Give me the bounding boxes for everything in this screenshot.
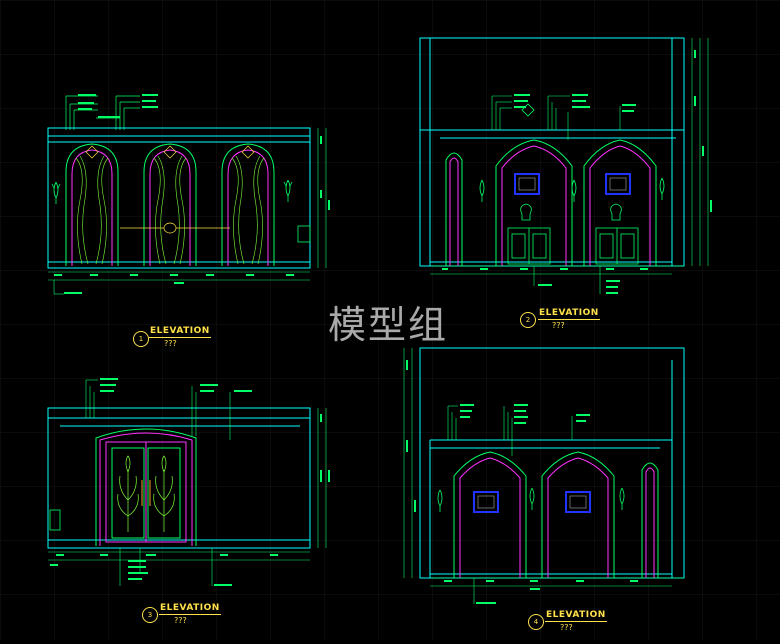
elevation-3-number: 3 (142, 607, 158, 623)
elevation-1-drawing (47, 94, 330, 295)
elevation-2-subtitle: ??? (552, 321, 565, 330)
elevation-2-title: ELEVATION (539, 308, 599, 318)
elevation-3-drawing (47, 378, 330, 586)
elevation-1-number: 1 (133, 331, 149, 347)
elevation-2-number: 2 (520, 312, 536, 328)
elevation-4-subtitle: ??? (560, 623, 573, 632)
elevation-1-title: ELEVATION (150, 326, 210, 336)
elevation-3-rule (159, 614, 221, 615)
elevation-4-title: ELEVATION (546, 610, 606, 620)
elevation-2-rule (538, 319, 600, 320)
elevation-4-number: 4 (528, 614, 544, 630)
elevation-3-subtitle: ??? (174, 616, 187, 625)
elevation-3-title: ELEVATION (160, 603, 220, 613)
elevation-1-subtitle: ??? (164, 339, 177, 348)
elevation-4-drawing (403, 347, 685, 604)
elevation-2-drawing (419, 37, 712, 294)
elevation-1-rule (149, 337, 211, 338)
elevation-4-rule (545, 621, 607, 622)
